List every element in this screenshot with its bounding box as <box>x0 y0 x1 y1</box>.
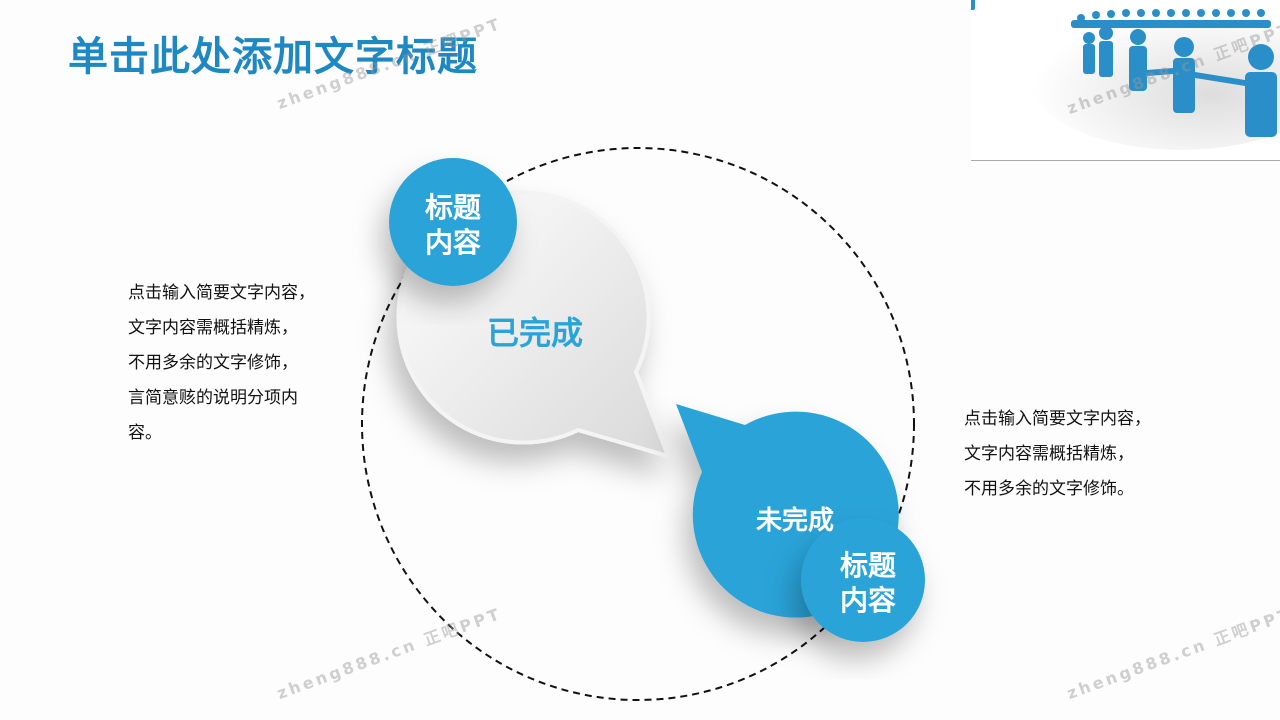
people-illustration <box>971 0 1280 150</box>
text-line: 点击输入简要文字内容， <box>128 283 315 303</box>
text-line: 不用多余的文字修饰。 <box>964 479 1134 499</box>
bottom-badge-circle <box>801 518 925 642</box>
top-badge-line2: 内容 <box>424 226 481 259</box>
bottom-badge: 标题 内容 <box>808 548 928 618</box>
incomplete-label: 未完成 <box>755 506 834 536</box>
text-line: 容。 <box>128 423 162 443</box>
slide-title: 单击此处添加文字标题 <box>68 34 478 80</box>
completed-label: 已完成 <box>486 314 583 352</box>
text-line: 点击输入简要文字内容， <box>964 409 1151 429</box>
left-description: 点击输入简要文字内容， 文字内容需概括精炼， 不用多余的文字修饰， 言简意赅的说… <box>128 276 315 451</box>
top-badge-circle <box>389 158 517 286</box>
text-line: 言简意赅的说明分项内 <box>128 388 298 408</box>
text-line: 文字内容需概括精炼， <box>128 318 298 338</box>
top-badge: 标题 内容 <box>393 190 513 260</box>
people-circle-image <box>971 0 1280 161</box>
top-badge-line1: 标题 <box>424 191 481 224</box>
text-line: 文字内容需概括精炼， <box>964 444 1134 464</box>
dashed-orbit <box>361 147 915 701</box>
bottom-badge-line2: 内容 <box>839 584 896 617</box>
right-description: 点击输入简要文字内容， 文字内容需概括精炼， 不用多余的文字修饰。 <box>964 402 1151 507</box>
bottom-badge-line1: 标题 <box>839 549 896 582</box>
text-line: 不用多余的文字修饰， <box>128 353 298 373</box>
